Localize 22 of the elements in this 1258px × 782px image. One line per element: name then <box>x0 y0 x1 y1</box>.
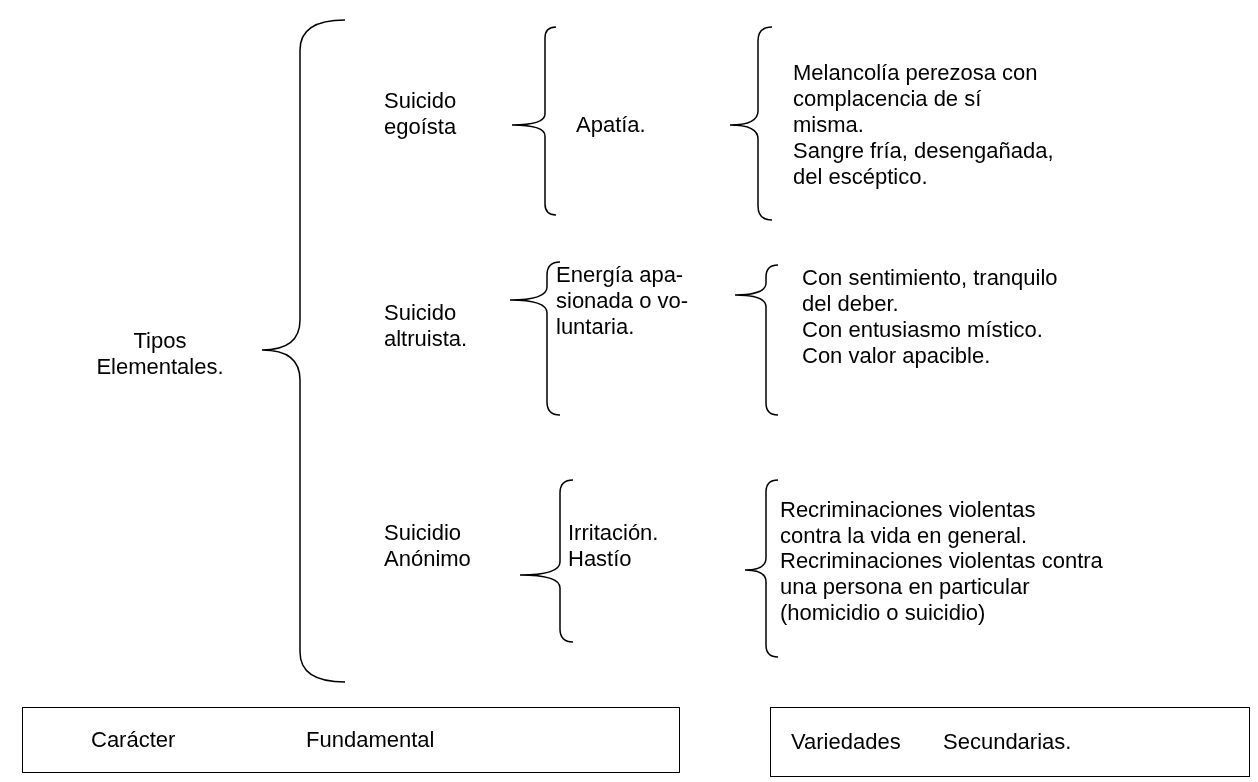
text-label: Con valor apacible. <box>802 343 992 369</box>
text-label: Hastío <box>568 546 633 572</box>
text-label: Suicido altruista. <box>384 300 469 352</box>
heading-text: Secundarias. <box>943 729 1072 755</box>
text-label: Suicido egoísta <box>384 88 458 140</box>
heading-box <box>22 707 680 773</box>
heading-text: Fundamental <box>306 727 435 753</box>
text-label: Tipos Elementales. <box>95 328 225 380</box>
text-label: Recriminaciones violentas contra la vida en general. <box>780 497 1037 549</box>
heading-text: Variedades <box>791 729 901 755</box>
text-label: Energía apa- sionada o vo- luntaria. <box>556 262 690 340</box>
heading-box <box>770 707 1250 777</box>
text-label: Recriminaciones violentas contra una persona en particular <box>780 548 1104 600</box>
text-label: Sangre fría, desengañada, del escéptico. <box>793 138 1055 190</box>
text-label: Con sentimiento, tranquilo del deber. <box>802 265 1059 317</box>
text-label: Melancolía perezosa con complacencia de sí misma. <box>793 60 1039 138</box>
text-label: Con entusiasmo místico. <box>802 317 1044 343</box>
text-label: Suicidio Anónimo <box>384 520 472 572</box>
text-label: Apatía. <box>576 112 647 138</box>
text-label: (homicidio o suicidio) <box>780 600 987 626</box>
heading-text: Carácter <box>91 727 176 753</box>
text-label: Irritación. <box>568 520 660 546</box>
